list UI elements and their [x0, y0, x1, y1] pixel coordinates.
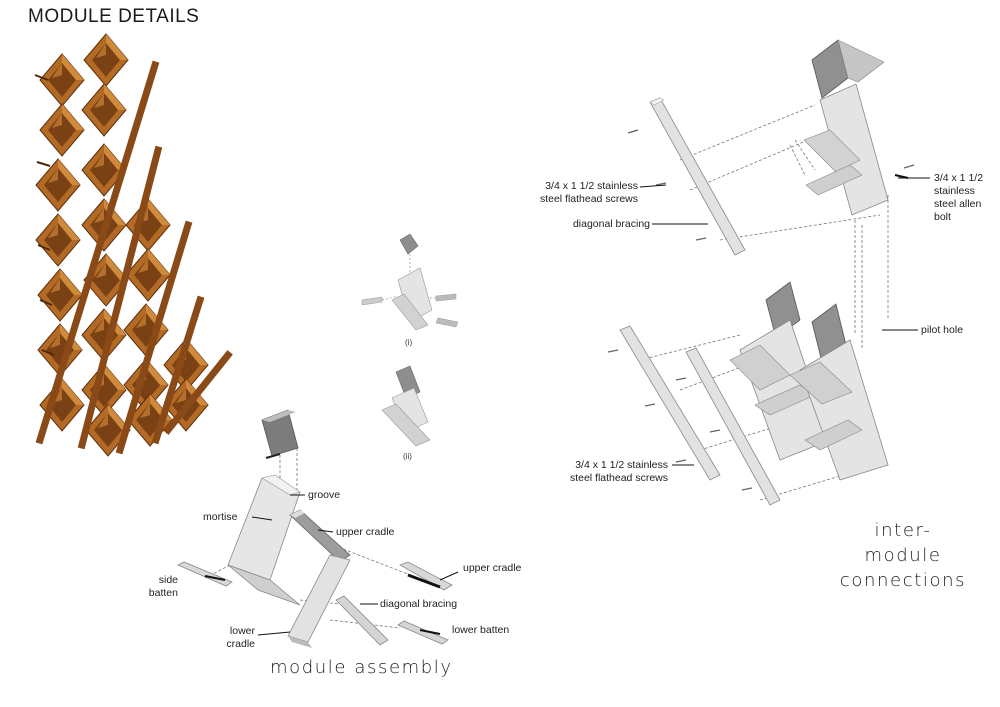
label-diagonal-bracing: diagonal bracing [380, 598, 458, 610]
connection-dashed-guides [639, 104, 889, 501]
label-diagonal-bracing-top: diagonal bracing [572, 218, 650, 230]
subfigure-i-label: (i) [405, 338, 413, 347]
label-screws-bottom-line2: steel flathead screws [569, 472, 668, 484]
label-allen-bolt: 3/4 x 1 1/2 stainless steel allen bolt [934, 172, 983, 224]
assembly-side-batten [177, 561, 233, 587]
assembly-lower-cradle [287, 554, 351, 648]
top-module [803, 39, 909, 216]
page-title: MODULE DETAILS [28, 6, 200, 27]
label-screws-bottom-line1: 3/4 x 1 1/2 stainless [575, 459, 668, 471]
label-screws-top-line1: 3/4 x 1 1/2 stainless [545, 180, 638, 192]
caption-connections-line2: connections [839, 570, 967, 591]
label-lower-batten: lower batten [452, 624, 510, 636]
top-diagonal-bracing [649, 97, 746, 256]
label-allen-bolt-line1: 3/4 x 1 1/2 [934, 172, 984, 184]
label-screws-top: 3/4 x 1 1/2 stainless steel flathead scr… [500, 180, 638, 206]
assembly-main-cradle [227, 474, 301, 606]
bottom-diagonal-planks [619, 325, 781, 506]
bottom-module-right [789, 303, 889, 481]
label-screws-top-line2: steel flathead screws [539, 193, 638, 205]
caption-connections-line1: inter-module [864, 520, 942, 566]
label-groove: groove [308, 489, 341, 501]
connection-screws [607, 129, 915, 491]
caption-inter-module-connections: inter-module connections [838, 518, 968, 593]
label-allen-bolt-line3: steel allen [934, 198, 982, 210]
label-lower-cradle-line2: cradle [226, 638, 255, 650]
label-screws-bottom: 3/4 x 1 1/2 stainless steel flathead scr… [530, 459, 668, 485]
bottom-module-left [729, 281, 831, 461]
assembly-upper-cradle [289, 509, 351, 563]
assembly-top-cap [261, 409, 299, 459]
caption-module-assembly: module assembly [270, 657, 453, 678]
label-side-batten-line1: side [158, 574, 178, 586]
label-side-batten: side batten [148, 574, 178, 600]
label-mortise: mortise [203, 511, 238, 523]
label-allen-bolt-line2: stainless [934, 185, 975, 197]
assembly-diagonal-bracing [335, 595, 389, 646]
subfigure-i-sketch [361, 233, 459, 331]
assembly-upper-cradle-2 [399, 561, 453, 591]
connection-leader-lines [639, 177, 930, 466]
label-allen-bolt-line4: bolt [934, 211, 951, 223]
wall-bracing [35, 60, 233, 455]
label-upper-cradle-1: upper cradle [336, 526, 395, 538]
label-pilot-hole: pilot hole [921, 324, 964, 336]
wall-dark-edges [34, 74, 55, 356]
assembly-lower-batten [397, 620, 449, 645]
label-lower-cradle-line1: lower [229, 625, 255, 637]
subfigure-ii-sketch [381, 365, 431, 447]
assembly-leader-lines [251, 494, 459, 636]
label-upper-cradle-2: upper cradle [463, 562, 522, 574]
subfigure-ii-label: (ii) [403, 452, 412, 461]
label-side-batten-line2: batten [148, 587, 178, 599]
label-lower-cradle: lower cradle [220, 625, 255, 651]
